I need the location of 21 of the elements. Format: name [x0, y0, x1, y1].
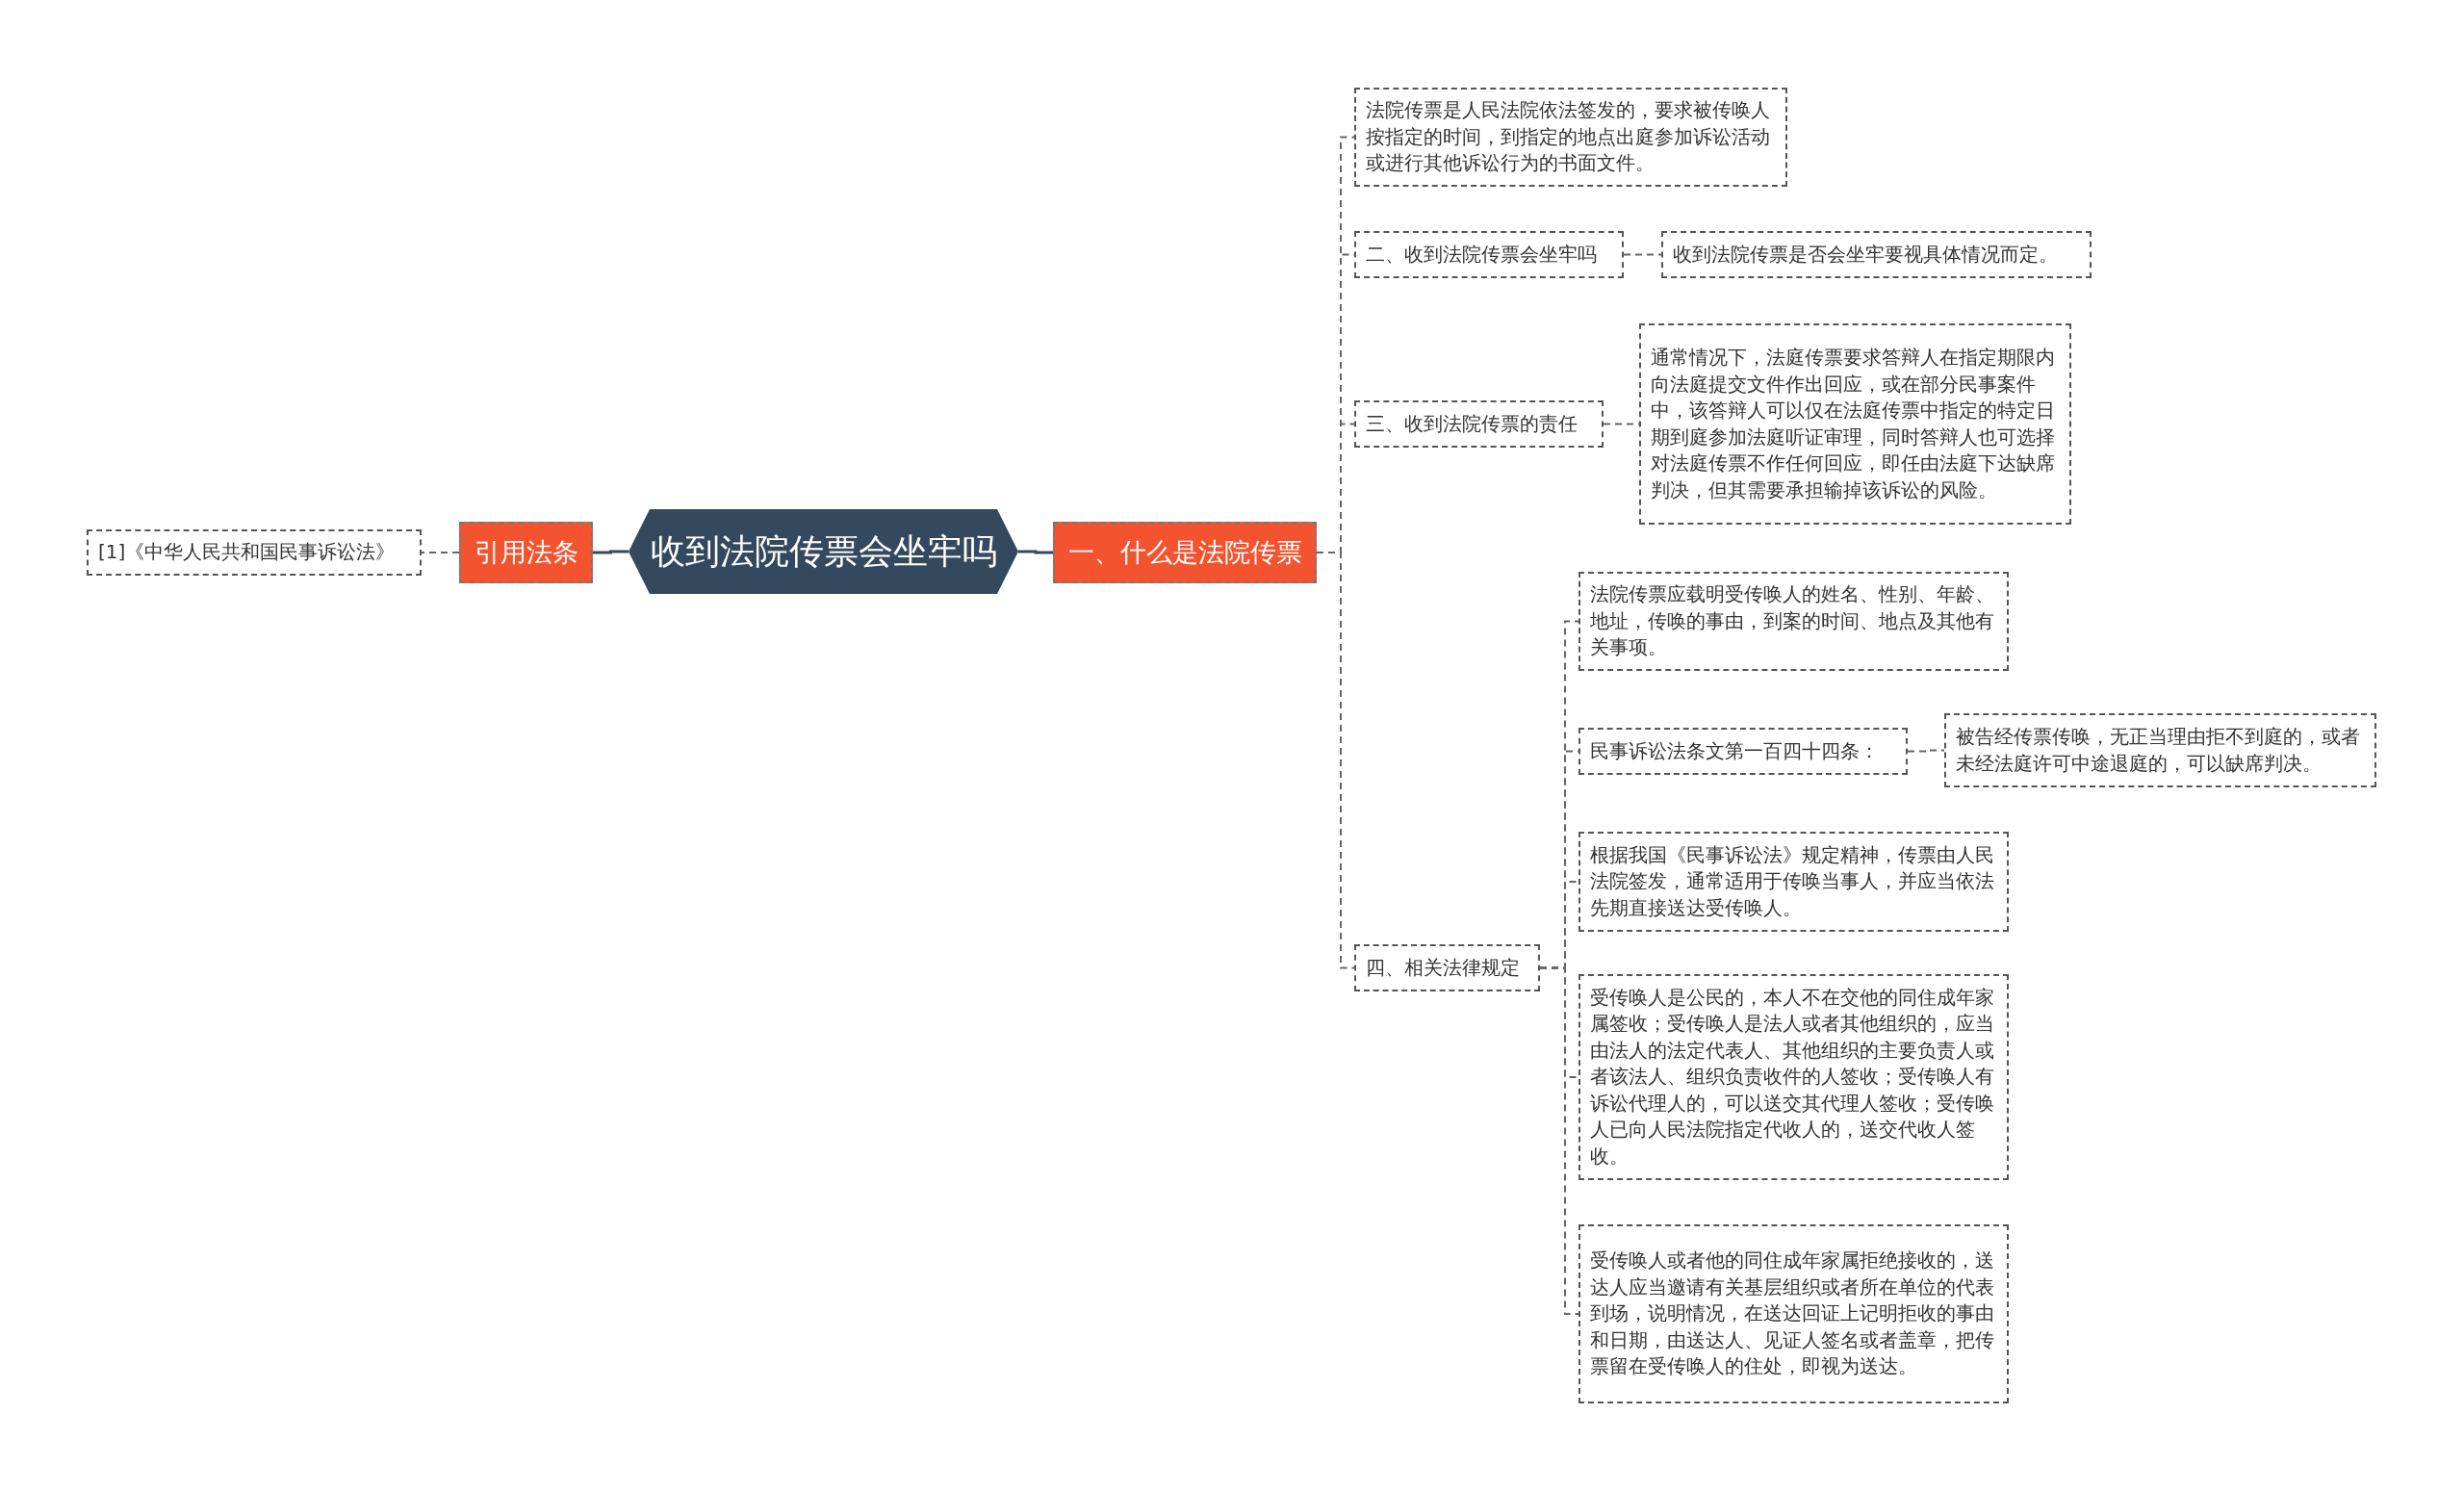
connector-line	[1907, 749, 1945, 753]
text-box: 受传唤人是公民的，本人不在交他的同住成年家属签收；受传唤人是法人或者其他组织的，应当由法人的法定代表人、其他组织的主要负责人或者该法人、组织负责收件的人签收；受传唤人有诉讼代理人的，可以送交其代理人签收；受传唤人已向人民法院指定代收人的，送交代收人签收。	[1578, 974, 2009, 1180]
text-box: [1]《中华人民共和国民事诉讼法》	[87, 529, 422, 576]
text-box: 收到法院传票是否会坐牢要视具体情况而定。	[1661, 231, 2092, 278]
connector-line	[1623, 253, 1662, 256]
text-box: 三、收到法院传票的责任	[1354, 400, 1604, 448]
text-box: 被告经传票传唤，无正当理由拒不到庭的，或者未经法庭许可中途退庭的，可以缺席判决。	[1944, 713, 2376, 787]
text-box: 根据我国《民事诉讼法》规定精神，传票由人民法院签发，通常适用于传唤当事人，并应当依法先期直接送达受传唤人。	[1578, 832, 2009, 932]
text-box: 民事诉讼法条文第一百四十四条：	[1578, 728, 1908, 775]
central-topic-hexagon: 收到法院传票会坐牢吗	[629, 509, 1018, 594]
text-box: 受传唤人或者他的同住成年家属拒绝接收的，送达人应当邀请有关基层组织或者所在单位的代表到场，说明情况，在送达回证上记明拒收的事由和日期，由送达人、见证人签名或者盖章，把传票留在受传唤人的住处，即视为送达。	[1578, 1224, 2009, 1403]
connector-line	[421, 552, 460, 553]
text-box: 法院传票是人民法院依法签发的，要求被传唤人按指定的时间，到指定的地点出庭参加诉讼活动或进行其他诉讼行为的书面文件。	[1354, 88, 1787, 187]
topic-box: 一、什么是法院传票	[1053, 522, 1317, 583]
connector-line	[593, 550, 629, 554]
topic-box: 引用法条	[459, 522, 593, 583]
connector-line	[1018, 550, 1053, 554]
text-box: 通常情况下，法庭传票要求答辩人在指定期限内向法庭提交文件作出回应，或在部分民事案件中，该答辩人可以仅在法庭传票中指定的特定日期到庭参加法庭听证审理，同时答辩人也可选择对法庭传票不作任何回应，即任由法庭下达缺席判决，但其需要承担输掉该诉讼的风险。	[1639, 323, 2071, 525]
text-box: 四、相关法律规定	[1354, 944, 1540, 991]
text-box: 法院传票应载明受传唤人的姓名、性别、年龄、地址，传唤的事由，到案的时间、地点及其他有关事项。	[1578, 572, 2009, 671]
text-box: 二、收到法院传票会坐牢吗	[1354, 231, 1624, 278]
